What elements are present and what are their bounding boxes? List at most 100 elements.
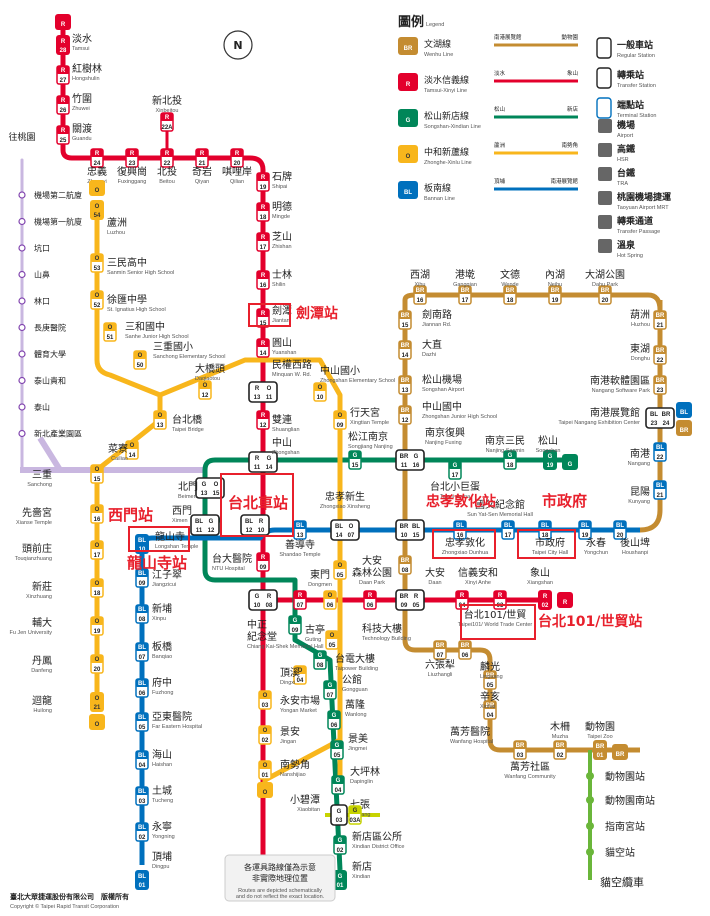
station-number: 05 <box>337 573 344 579</box>
transfer-number: 07 <box>348 533 355 539</box>
legend-station-box <box>596 97 612 119</box>
station-line-code: G <box>353 808 358 814</box>
station-number: 06 <box>462 653 469 659</box>
station-name-en: Zhongshan Elementary School <box>320 378 395 384</box>
terminal-box <box>135 870 149 890</box>
airport-mrt-station: 新北產業園區 <box>34 429 82 439</box>
station-code-bg <box>257 203 269 211</box>
station-name-en: Dahu Park <box>592 282 618 288</box>
station-name: 復興崗 <box>117 165 147 178</box>
station-name-en: Beimen <box>178 494 197 500</box>
airport-mrt-stop <box>18 323 26 332</box>
station-name: 海山 <box>152 748 172 761</box>
station-name: 台北101/世貿 <box>464 608 526 621</box>
station-code-bg <box>399 406 411 414</box>
station-marker: R03 <box>493 590 507 610</box>
station-line-code: O <box>338 563 343 569</box>
station-name-en: Banqiao <box>152 654 172 660</box>
line-xindian <box>202 520 343 871</box>
transfer-box <box>395 519 425 541</box>
station-line-code: O <box>95 543 100 549</box>
station-code-bg <box>136 643 148 651</box>
station-marker: G18 <box>503 450 517 470</box>
terminal-number: 01 <box>139 883 146 889</box>
station-marker: O52 <box>90 290 104 310</box>
station-marker: R24 <box>90 148 104 168</box>
station-number: 14 <box>402 353 409 359</box>
station-code-bg <box>134 351 146 359</box>
station-marker: O10 <box>313 382 327 402</box>
station-marker: O18 <box>90 578 104 598</box>
station-name: 南港軟體園區 <box>590 374 650 387</box>
legend-facility-en: HSR <box>617 157 629 163</box>
legend-line-badge <box>398 109 418 127</box>
station-number: 23 <box>657 388 664 394</box>
station-marker: O09 <box>333 410 347 430</box>
transfer-number: 10 <box>401 533 408 539</box>
station-line-code: R <box>61 128 66 134</box>
line-badge-o-west <box>89 714 105 730</box>
station-name: 圓山 <box>272 337 292 349</box>
legend-line-code: O <box>406 154 411 160</box>
terminal-box <box>135 534 149 554</box>
legend-line-name: 中和新蘆線 <box>424 146 469 158</box>
station-name-en: Nanjing Sanmin <box>486 448 525 454</box>
station-name-en: Xindian District Office <box>352 844 404 850</box>
station-name: 大湖公園 <box>585 268 625 281</box>
station-name: 芝山 <box>272 230 292 243</box>
line-badge-code: G <box>568 462 573 468</box>
legend-facility-en: Transfer Passage <box>617 229 660 235</box>
station-line-code: O <box>298 668 303 674</box>
station-number: 24 <box>94 161 101 167</box>
line-badge-o-south <box>257 782 273 798</box>
legend-station-type: 轉乘站 <box>617 69 644 81</box>
station-line-code: BR <box>656 313 665 319</box>
station-number: 03A <box>349 818 361 824</box>
station-number: 12 <box>260 423 267 429</box>
station-name: 劍南路 <box>422 308 452 321</box>
station-line-code: R <box>261 175 266 181</box>
legend-line-end: 象山 <box>567 69 578 77</box>
station-number: 07 <box>437 653 444 659</box>
legend-station-box <box>596 37 612 59</box>
station-name: 三重 <box>32 468 52 481</box>
transfer-box <box>395 449 425 471</box>
station-name: 中山國小 <box>320 364 360 377</box>
legend-station-type-en: Terminal Station <box>617 113 656 119</box>
hot-spring-icon <box>598 239 612 253</box>
station-code-bg <box>326 631 338 639</box>
station-name: 石牌 <box>272 170 292 183</box>
transfer-code: R <box>267 594 272 600</box>
legend-line-badge <box>398 145 418 163</box>
station-name: 科技大樓 <box>362 622 402 635</box>
station-code-bg <box>314 651 326 659</box>
station-marker: G06 <box>327 710 341 730</box>
terminal-box <box>90 200 104 220</box>
station-name-en: Linguang <box>480 674 503 680</box>
station-name-en: Wende <box>501 282 518 288</box>
note-text: 各運具路線僅為示意 <box>244 862 316 872</box>
footer-text-en: Copyright © Taipei Rapid Transit Corpora… <box>10 903 119 910</box>
station-name-en: Xindian <box>352 874 370 880</box>
station-name: 小碧潭 <box>290 794 320 806</box>
transfer-code: R <box>414 594 419 600</box>
station-name: 唭哩岸 <box>222 165 252 178</box>
transfer-code: BL <box>412 524 420 530</box>
station-name-en: Xihu <box>414 282 425 288</box>
legend-station-type-en: Regular Station <box>617 53 655 59</box>
station-name-en: Technology Building <box>362 636 411 642</box>
transfer-code: BL <box>195 519 203 525</box>
station-huilong: O21 <box>90 692 104 712</box>
